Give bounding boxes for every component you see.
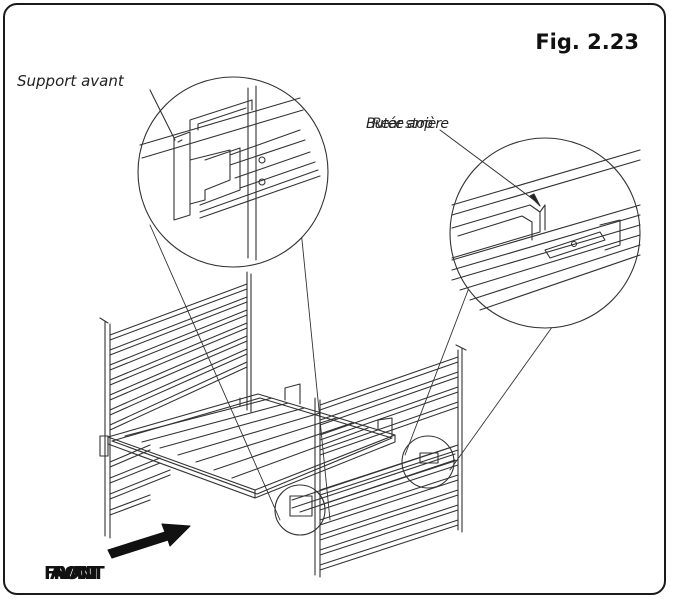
front-label-en: FRONT	[44, 563, 101, 584]
front-detail-marker	[274, 484, 326, 536]
rear-detail-marker	[401, 435, 455, 489]
rear-stop-detail-circle	[449, 137, 641, 329]
front-direction-arrow	[107, 523, 191, 559]
rear-stop-label-en: Rear stop	[372, 116, 433, 132]
front-support-detail-circle	[137, 76, 329, 268]
front-support-label: Support avant	[17, 72, 124, 90]
rear-stop-label-fr: Butée arrière	[366, 116, 449, 132]
front-label-fr: AVANT	[50, 563, 105, 584]
telescopic-runner-rail	[289, 445, 456, 517]
right-side-runner-rack	[314, 344, 467, 578]
magnifier-leader-lines	[149, 219, 601, 521]
figure-number: Fig. 2.23	[535, 30, 639, 54]
wire-shelf	[107, 383, 396, 499]
left-side-runner-rack	[99, 271, 252, 539]
